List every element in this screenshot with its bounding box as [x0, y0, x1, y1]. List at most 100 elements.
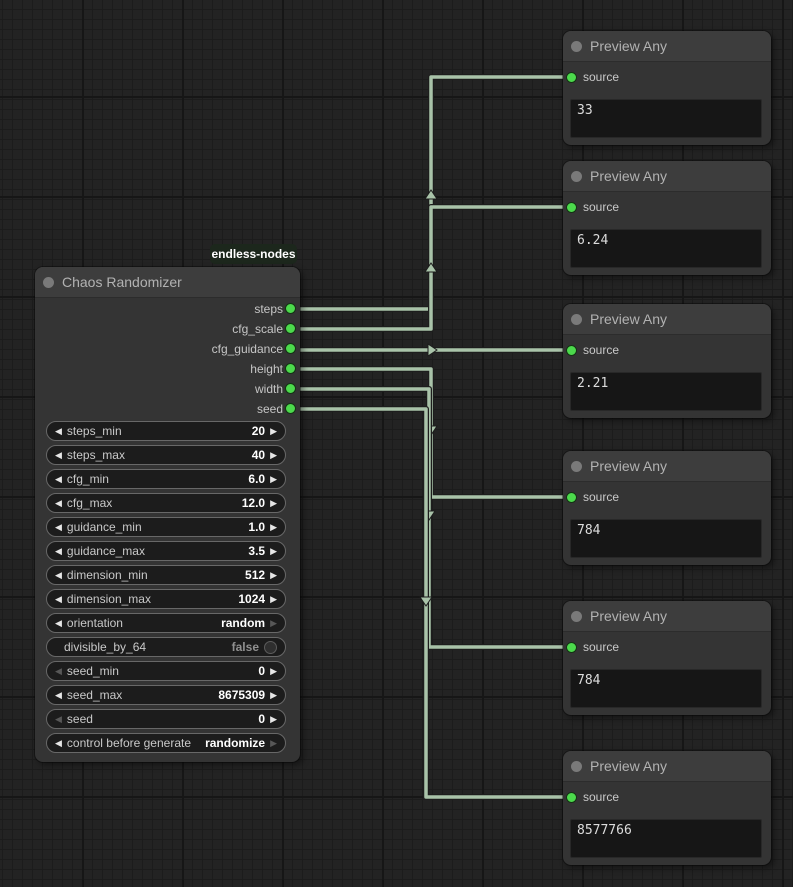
node-titlebar[interactable]: Preview Any: [563, 304, 771, 335]
preview-text-box[interactable]: 784: [570, 669, 762, 708]
decrement-arrow-icon[interactable]: ◀: [55, 666, 62, 676]
widget-label: cfg_min: [66, 472, 109, 486]
node-titlebar[interactable]: Preview Any: [563, 601, 771, 632]
widget-control-before-generate[interactable]: ◀ control before generate randomize ▶: [46, 733, 286, 753]
widget-label: seed_min: [66, 664, 119, 678]
preview-any-node-6[interactable]: Preview Any source 8577766: [562, 750, 772, 866]
decrement-arrow-icon[interactable]: ◀: [55, 618, 62, 628]
output-port-width[interactable]: [285, 383, 296, 394]
link-arrow-down-icon: [419, 596, 433, 607]
increment-arrow-icon[interactable]: ▶: [270, 570, 277, 580]
collapse-toggle-icon[interactable]: [571, 171, 582, 182]
output-port-cfg-scale[interactable]: [285, 323, 296, 334]
decrement-arrow-icon[interactable]: ◀: [55, 714, 62, 724]
input-label-source: source: [583, 200, 620, 214]
node-title: Preview Any: [590, 38, 668, 54]
decrement-arrow-icon[interactable]: ◀: [55, 546, 62, 556]
widget-seed[interactable]: ◀ seed 0 ▶: [46, 709, 286, 729]
widget-steps-max[interactable]: ◀ steps_max 40 ▶: [46, 445, 286, 465]
output-port-height[interactable]: [285, 363, 296, 374]
widget-cfg-min[interactable]: ◀ cfg_min 6.0 ▶: [46, 469, 286, 489]
collapse-toggle-icon[interactable]: [571, 461, 582, 472]
preview-text-box[interactable]: 2.21: [570, 372, 762, 411]
preview-value: 2.21: [577, 376, 609, 391]
decrement-arrow-icon[interactable]: ◀: [55, 426, 62, 436]
increment-arrow-icon[interactable]: ▶: [270, 522, 277, 532]
widget-value: 12.0: [241, 496, 266, 510]
increment-arrow-icon[interactable]: ▶: [270, 474, 277, 484]
increment-arrow-icon[interactable]: ▶: [270, 738, 277, 748]
input-port-source[interactable]: [566, 345, 577, 356]
link-cfg-scale: [293, 204, 571, 332]
preview-text-box[interactable]: 33: [570, 99, 762, 138]
widget-divisible-by-64[interactable]: divisible_by_64 false: [46, 637, 286, 657]
widget-label: dimension_min: [66, 568, 148, 582]
preview-any-node-3[interactable]: Preview Any source 2.21: [562, 303, 772, 419]
decrement-arrow-icon[interactable]: ◀: [55, 474, 62, 484]
widget-guidance-max[interactable]: ◀ guidance_max 3.5 ▶: [46, 541, 286, 561]
input-port-source[interactable]: [566, 492, 577, 503]
widget-value: 1024: [238, 592, 266, 606]
preview-text-box[interactable]: 6.24: [570, 229, 762, 268]
input-port-source[interactable]: [566, 72, 577, 83]
decrement-arrow-icon[interactable]: ◀: [55, 450, 62, 460]
collapse-toggle-icon[interactable]: [43, 277, 54, 288]
collapse-toggle-icon[interactable]: [571, 314, 582, 325]
preview-any-node-2[interactable]: Preview Any source 6.24: [562, 160, 772, 276]
widget-orientation[interactable]: ◀ orientation random ▶: [46, 613, 286, 633]
decrement-arrow-icon[interactable]: ◀: [55, 738, 62, 748]
toggle-knob-icon[interactable]: [264, 640, 277, 654]
node-titlebar[interactable]: Preview Any: [563, 161, 771, 192]
widget-cfg-max[interactable]: ◀ cfg_max 12.0 ▶: [46, 493, 286, 513]
node-titlebar[interactable]: Preview Any: [563, 451, 771, 482]
link-width: [293, 386, 571, 650]
preview-text-box[interactable]: 784: [570, 519, 762, 558]
decrement-arrow-icon[interactable]: ◀: [55, 498, 62, 508]
increment-arrow-icon[interactable]: ▶: [270, 546, 277, 556]
preview-any-node-4[interactable]: Preview Any source 784: [562, 450, 772, 566]
widget-seed-max[interactable]: ◀ seed_max 8675309 ▶: [46, 685, 286, 705]
collapse-toggle-icon[interactable]: [571, 761, 582, 772]
increment-arrow-icon[interactable]: ▶: [270, 594, 277, 604]
increment-arrow-icon[interactable]: ▶: [270, 666, 277, 676]
decrement-arrow-icon[interactable]: ◀: [55, 570, 62, 580]
node-titlebar[interactable]: Chaos Randomizer: [35, 267, 300, 298]
preview-value: 8577766: [577, 823, 632, 838]
widget-dimension-max[interactable]: ◀ dimension_max 1024 ▶: [46, 589, 286, 609]
input-port-source[interactable]: [566, 202, 577, 213]
chaos-randomizer-node[interactable]: Chaos Randomizer steps cfg_scale cfg_gui…: [34, 266, 301, 763]
input-port-source[interactable]: [566, 792, 577, 803]
increment-arrow-icon[interactable]: ▶: [270, 714, 277, 724]
increment-arrow-icon[interactable]: ▶: [270, 618, 277, 628]
widget-guidance-min[interactable]: ◀ guidance_min 1.0 ▶: [46, 517, 286, 537]
collapse-toggle-icon[interactable]: [571, 611, 582, 622]
input-port-source[interactable]: [566, 642, 577, 653]
link-arrow-up-icon: [424, 189, 438, 200]
preview-any-node-5[interactable]: Preview Any source 784: [562, 600, 772, 716]
node-titlebar[interactable]: Preview Any: [563, 31, 771, 62]
increment-arrow-icon[interactable]: ▶: [270, 426, 277, 436]
widget-steps-min[interactable]: ◀ steps_min 20 ▶: [46, 421, 286, 441]
collapse-toggle-icon[interactable]: [571, 41, 582, 52]
widget-dimension-min[interactable]: ◀ dimension_min 512 ▶: [46, 565, 286, 585]
widget-seed-min[interactable]: ◀ seed_min 0 ▶: [46, 661, 286, 681]
input-label-source: source: [583, 490, 620, 504]
decrement-arrow-icon[interactable]: ◀: [55, 522, 62, 532]
widget-value: 20: [251, 424, 266, 438]
increment-arrow-icon[interactable]: ▶: [270, 690, 277, 700]
link-cfg-guidance: [293, 343, 571, 357]
preview-text-box[interactable]: 8577766: [570, 819, 762, 858]
decrement-arrow-icon[interactable]: ◀: [55, 690, 62, 700]
preview-any-node-1[interactable]: Preview Any source 33: [562, 30, 772, 146]
node-titlebar[interactable]: Preview Any: [563, 751, 771, 782]
increment-arrow-icon[interactable]: ▶: [270, 498, 277, 508]
widget-value: 0: [258, 712, 266, 726]
widget-label: seed: [66, 712, 93, 726]
output-port-seed[interactable]: [285, 403, 296, 414]
output-port-cfg-guidance[interactable]: [285, 343, 296, 354]
widget-value: 8675309: [218, 688, 266, 702]
widget-label: guidance_max: [66, 544, 145, 558]
increment-arrow-icon[interactable]: ▶: [270, 450, 277, 460]
output-port-steps[interactable]: [285, 303, 296, 314]
decrement-arrow-icon[interactable]: ◀: [55, 594, 62, 604]
